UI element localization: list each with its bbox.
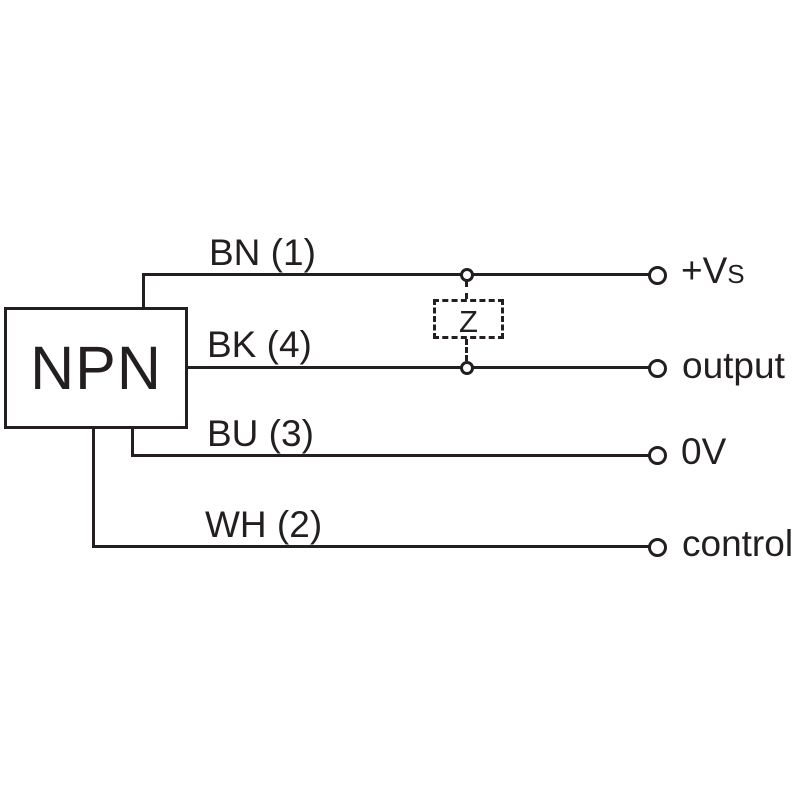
device-label: NPN (30, 334, 162, 402)
wire-bk-label: BK (4) (207, 324, 312, 365)
wire-bu-line (131, 454, 650, 457)
wire-bk-line (186, 366, 650, 369)
wire-wh-line (92, 545, 650, 548)
impedance-connector-bottom (465, 339, 468, 361)
terminal-label-control: control (682, 523, 794, 564)
wire-bn-label: BN (1) (209, 232, 316, 273)
wire-wh-riser (92, 427, 95, 548)
wire-bu-riser (131, 427, 134, 457)
impedance-box: Z (433, 299, 504, 339)
terminal-circle-control (648, 538, 667, 557)
terminal-circle-output (648, 359, 667, 378)
wire-bn-riser (142, 274, 145, 309)
terminal-label-output: output (682, 345, 785, 386)
wire-bu-label: BU (3) (207, 413, 314, 454)
device-box: NPN (4, 307, 188, 429)
terminal-circle-0v (648, 446, 667, 465)
junction-dot-output (460, 361, 474, 375)
impedance-connector-top (465, 281, 468, 299)
terminal-circle-vs (648, 266, 667, 285)
terminal-label-vs: +Vs (681, 250, 745, 291)
terminal-label-0v: 0V (681, 431, 727, 472)
wire-wh-label: WH (2) (205, 504, 323, 545)
wire-bn-line (142, 273, 650, 276)
impedance-label: Z (459, 303, 478, 339)
junction-dot-vs (460, 268, 474, 282)
